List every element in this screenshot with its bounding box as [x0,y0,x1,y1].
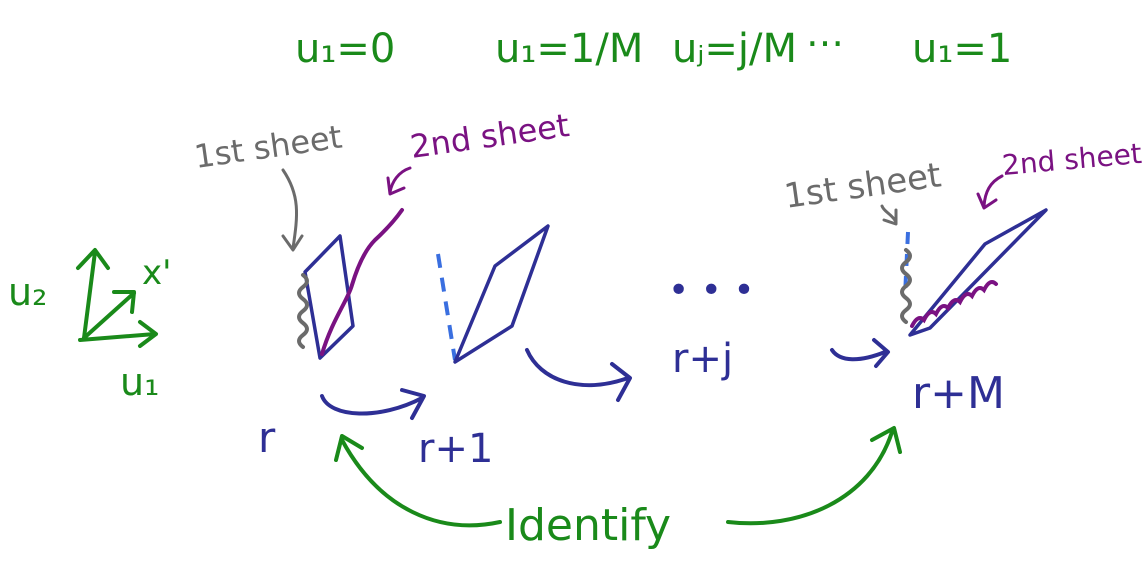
label-uj-j-over-m: uⱼ=j/M [672,26,797,72]
axis-label-u1: u₁ [120,360,159,404]
arrow-r-to-r1-head [400,388,426,420]
axis-label-u2: u₂ [8,270,47,314]
second-sheet-right-arrow [982,174,1004,208]
label-middle-dots: • • • [668,270,755,311]
label-first-sheet-right: 1st sheet [782,155,944,217]
first-sheet-left-arrow [281,168,299,250]
label-identify: Identify [505,500,671,551]
identify-arrow-right [726,430,894,526]
slice-r-parallelogram [303,234,355,360]
u2-axis-line [82,250,97,340]
arrow-rj-to-rm [830,348,887,362]
u2-arrowhead [76,248,110,270]
identify-arrow-left-head [334,434,364,462]
arrow-r-to-r1 [320,394,424,416]
label-second-sheet-right: 2nd sheet [1001,137,1143,182]
first-sheet-right-arrowhead [882,208,898,226]
slice-rm-first-sheet-wiggle [900,248,912,324]
slice-rm-parallelogram [908,208,1048,337]
label-u1-zero: u₁=0 [295,26,395,72]
axis-label-xprime: x' [142,253,171,293]
label-second-sheet-left: 2nd sheet [408,106,572,166]
label-u1-one-over-m: u₁=1/M [495,26,643,72]
label-r-plus-j: r+j [672,336,733,382]
label-r-plus-1: r+1 [418,426,493,472]
slice-r-first-sheet-wiggle [297,273,309,349]
identify-arrow-right-head [870,426,902,454]
arrow-rj-to-rm-head [872,338,890,368]
xprime-axis-line [82,291,136,340]
second-sheet-left-arrowhead [386,176,406,196]
label-first-sheet-left: 1st sheet [192,118,344,176]
second-sheet-right-arrowhead [976,192,998,210]
label-u1-one: u₁=1 [912,26,1012,72]
label-r: r [258,413,276,462]
axes-glyph [76,248,158,348]
slice-r1-dashed-line [436,253,457,361]
slice-r-second-sheet-curve [320,208,404,356]
u1-arrowhead [138,320,158,348]
slice-r1-parallelogram [453,224,550,364]
slice-transition-arrows [320,338,890,420]
label-r-plus-m: r+M [912,368,1005,419]
arrow-r1-to-rj [525,348,630,388]
identify-arrows [334,426,902,528]
u1-axis-line [78,332,157,342]
xprime-arrowhead [112,290,136,314]
first-sheet-left-arrowhead [281,234,304,252]
slice-rm-second-sheet-wiggle [910,280,998,328]
identify-arrow-left [340,438,502,528]
arrow-r1-to-rj-head [610,362,632,402]
label-top-ellipsis: … [806,11,844,55]
